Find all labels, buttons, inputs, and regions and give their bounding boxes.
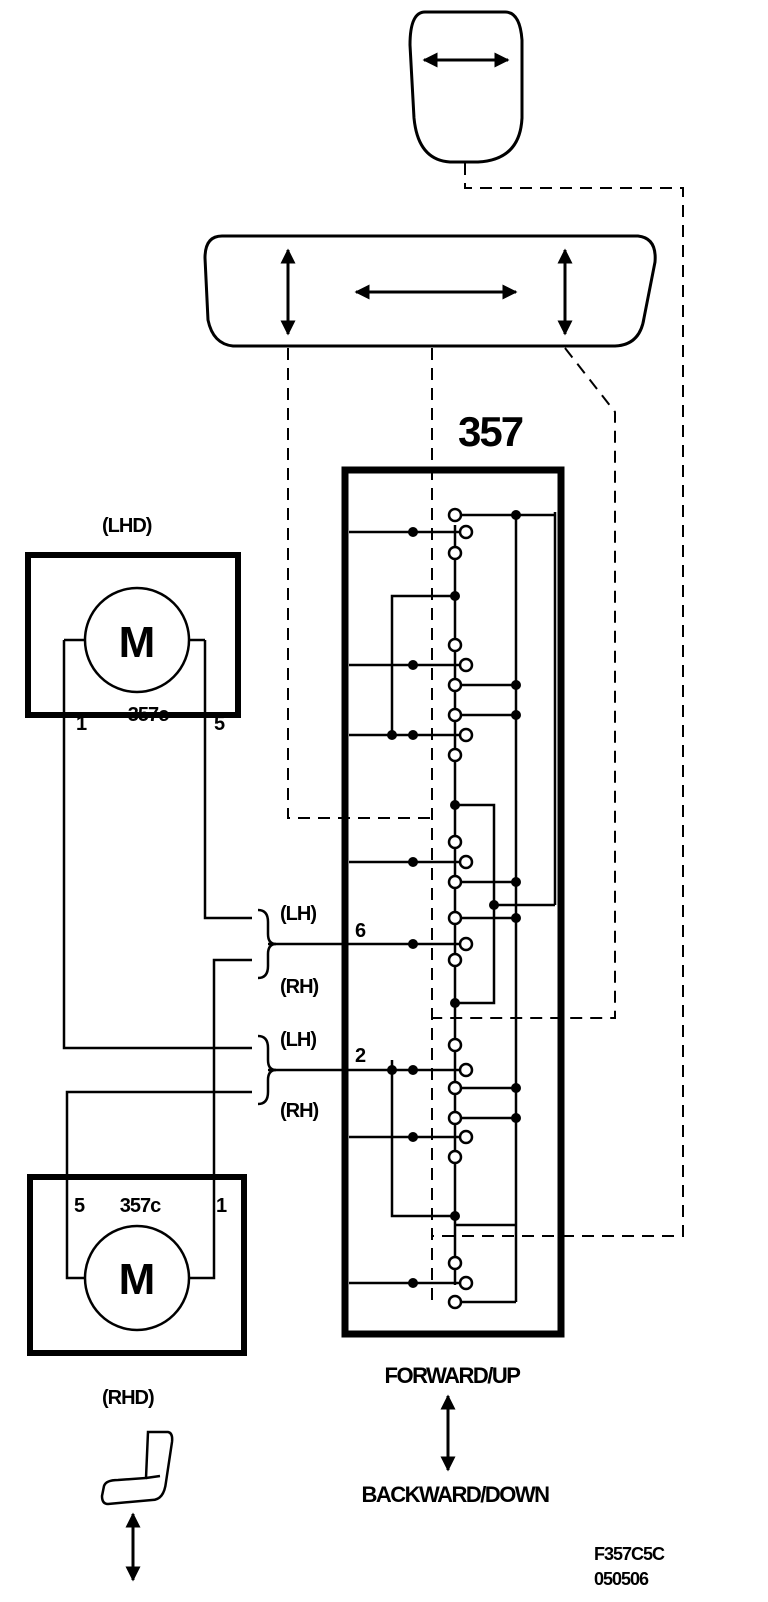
- motor-symbol: M: [119, 1255, 156, 1304]
- backrest-control-knob: [408, 10, 524, 164]
- terminal-6-label: 6: [355, 920, 366, 942]
- external-wiring: [62, 640, 252, 1200]
- seat-cushion-control-knob: [203, 234, 657, 348]
- switch-number: 357: [458, 408, 523, 455]
- rhd-label: (RHD): [102, 1387, 154, 1409]
- terminal-6-brace: [257, 908, 277, 980]
- terminal-6-lh-label: (LH): [280, 903, 316, 925]
- terminal-2-rh-label: (RH): [280, 1100, 319, 1122]
- terminal-6-rh-label: (RH): [280, 976, 319, 998]
- seat-icon: [100, 1430, 174, 1506]
- pin-1-label: 1: [216, 1195, 227, 1217]
- terminal-2-brace: [257, 1034, 277, 1106]
- pin-5-label: 5: [214, 713, 225, 735]
- motor-357c-lhd: (LHD) M 357c 1 5: [25, 515, 241, 735]
- mechanical-linkage-lines: [287, 163, 684, 1305]
- switch-357: [268, 466, 565, 1338]
- backward-down-label: BACKWARD/DOWN: [361, 1482, 549, 1507]
- lhd-label: (LHD): [102, 515, 152, 537]
- switch-contact-terminals: [447, 507, 474, 1310]
- forward-up-label: FORWARD/UP: [385, 1363, 521, 1388]
- switch-junction-dots: [387, 510, 521, 1288]
- pin-1-label: 1: [76, 713, 87, 735]
- figure-reference-code: F357C5C: [594, 1544, 665, 1564]
- motor-code: 357c: [128, 704, 169, 726]
- motor-symbol: M: [119, 618, 156, 667]
- motor-357c-rhd: 5 357c 1 M (RHD): [27, 1174, 247, 1409]
- figure-reference-date: 050506: [594, 1569, 649, 1589]
- terminal-2-label: 2: [355, 1045, 366, 1067]
- pin-5-label: 5: [74, 1195, 85, 1217]
- terminal-2-lh-label: (LH): [280, 1029, 316, 1051]
- motor-code: 357c: [120, 1195, 161, 1217]
